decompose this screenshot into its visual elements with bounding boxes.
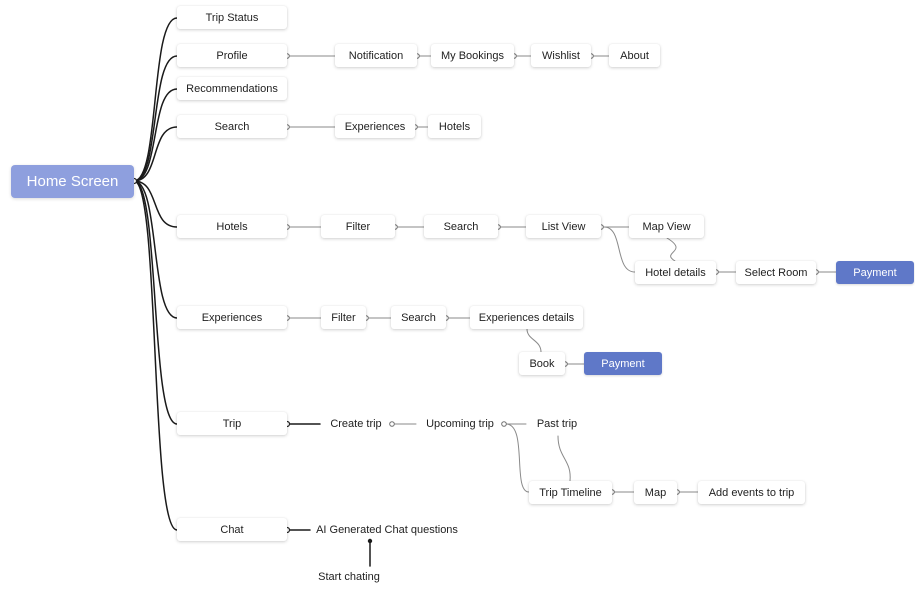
connector-upcoming-timeline [505, 423, 530, 493]
node-wishlist[interactable]: Wishlist [531, 44, 591, 67]
node-recommendations[interactable]: Recommendations [177, 77, 287, 100]
node-chat[interactable]: Chat [177, 518, 287, 541]
port-create [389, 421, 395, 427]
connector-root-chat [133, 180, 178, 531]
node-experiences[interactable]: Experiences [177, 306, 287, 329]
connector-root-trip-status [133, 17, 178, 182]
node-ai-chat-questions[interactable]: AI Generated Chat questions [316, 523, 458, 536]
node-add-events[interactable]: Add events to trip [698, 481, 805, 504]
connector-root-profile [133, 55, 178, 182]
node-notification[interactable]: Notification [335, 44, 417, 67]
port-upcoming [501, 421, 507, 427]
node-past-trip[interactable]: Past trip [536, 417, 578, 430]
node-start-chating[interactable]: Start chating [318, 571, 380, 583]
node-book[interactable]: Book [519, 352, 565, 375]
node-trip-map[interactable]: Map [634, 481, 677, 504]
node-hotels-payment[interactable]: Payment [836, 261, 914, 284]
connector-root-trip [133, 180, 178, 425]
node-profile[interactable]: Profile [177, 44, 287, 67]
node-experiences-filter[interactable]: Filter [321, 306, 366, 329]
node-trip-timeline[interactable]: Trip Timeline [529, 481, 612, 504]
node-trip[interactable]: Trip [177, 412, 287, 435]
node-trip-status[interactable]: Trip Status [177, 6, 287, 29]
node-search-experiences[interactable]: Experiences [335, 115, 415, 138]
node-search-hotels[interactable]: Hotels [428, 115, 481, 138]
node-hotel-details[interactable]: Hotel details [635, 261, 716, 284]
node-experiences-payment[interactable]: Payment [584, 352, 662, 375]
node-select-room[interactable]: Select Room [736, 261, 816, 284]
node-upcoming-trip[interactable]: Upcoming trip [426, 417, 494, 430]
node-experiences-details[interactable]: Experiences details [470, 306, 583, 329]
connector-details-book [526, 328, 542, 353]
connector-root-hotels [133, 180, 178, 228]
connector-past-timeline [557, 435, 571, 482]
connector-listview-hoteldetails [603, 226, 636, 273]
connector-root-search [133, 126, 178, 182]
node-list-view[interactable]: List View [526, 215, 601, 238]
node-create-trip[interactable]: Create trip [330, 417, 382, 430]
connector-root-recommendations [133, 88, 178, 182]
node-hotels-filter[interactable]: Filter [321, 215, 395, 238]
connector-mapview-hoteldetails [666, 237, 677, 262]
node-hotels[interactable]: Hotels [177, 215, 287, 238]
node-about[interactable]: About [609, 44, 660, 67]
node-my-bookings[interactable]: My Bookings [431, 44, 514, 67]
connector-root-experiences [133, 180, 178, 319]
node-home-screen[interactable]: Home Screen [11, 165, 134, 198]
node-search[interactable]: Search [177, 115, 287, 138]
node-experiences-search[interactable]: Search [391, 306, 446, 329]
node-hotels-search[interactable]: Search [424, 215, 498, 238]
node-map-view[interactable]: Map View [629, 215, 704, 238]
port-ai-questions [367, 538, 373, 544]
